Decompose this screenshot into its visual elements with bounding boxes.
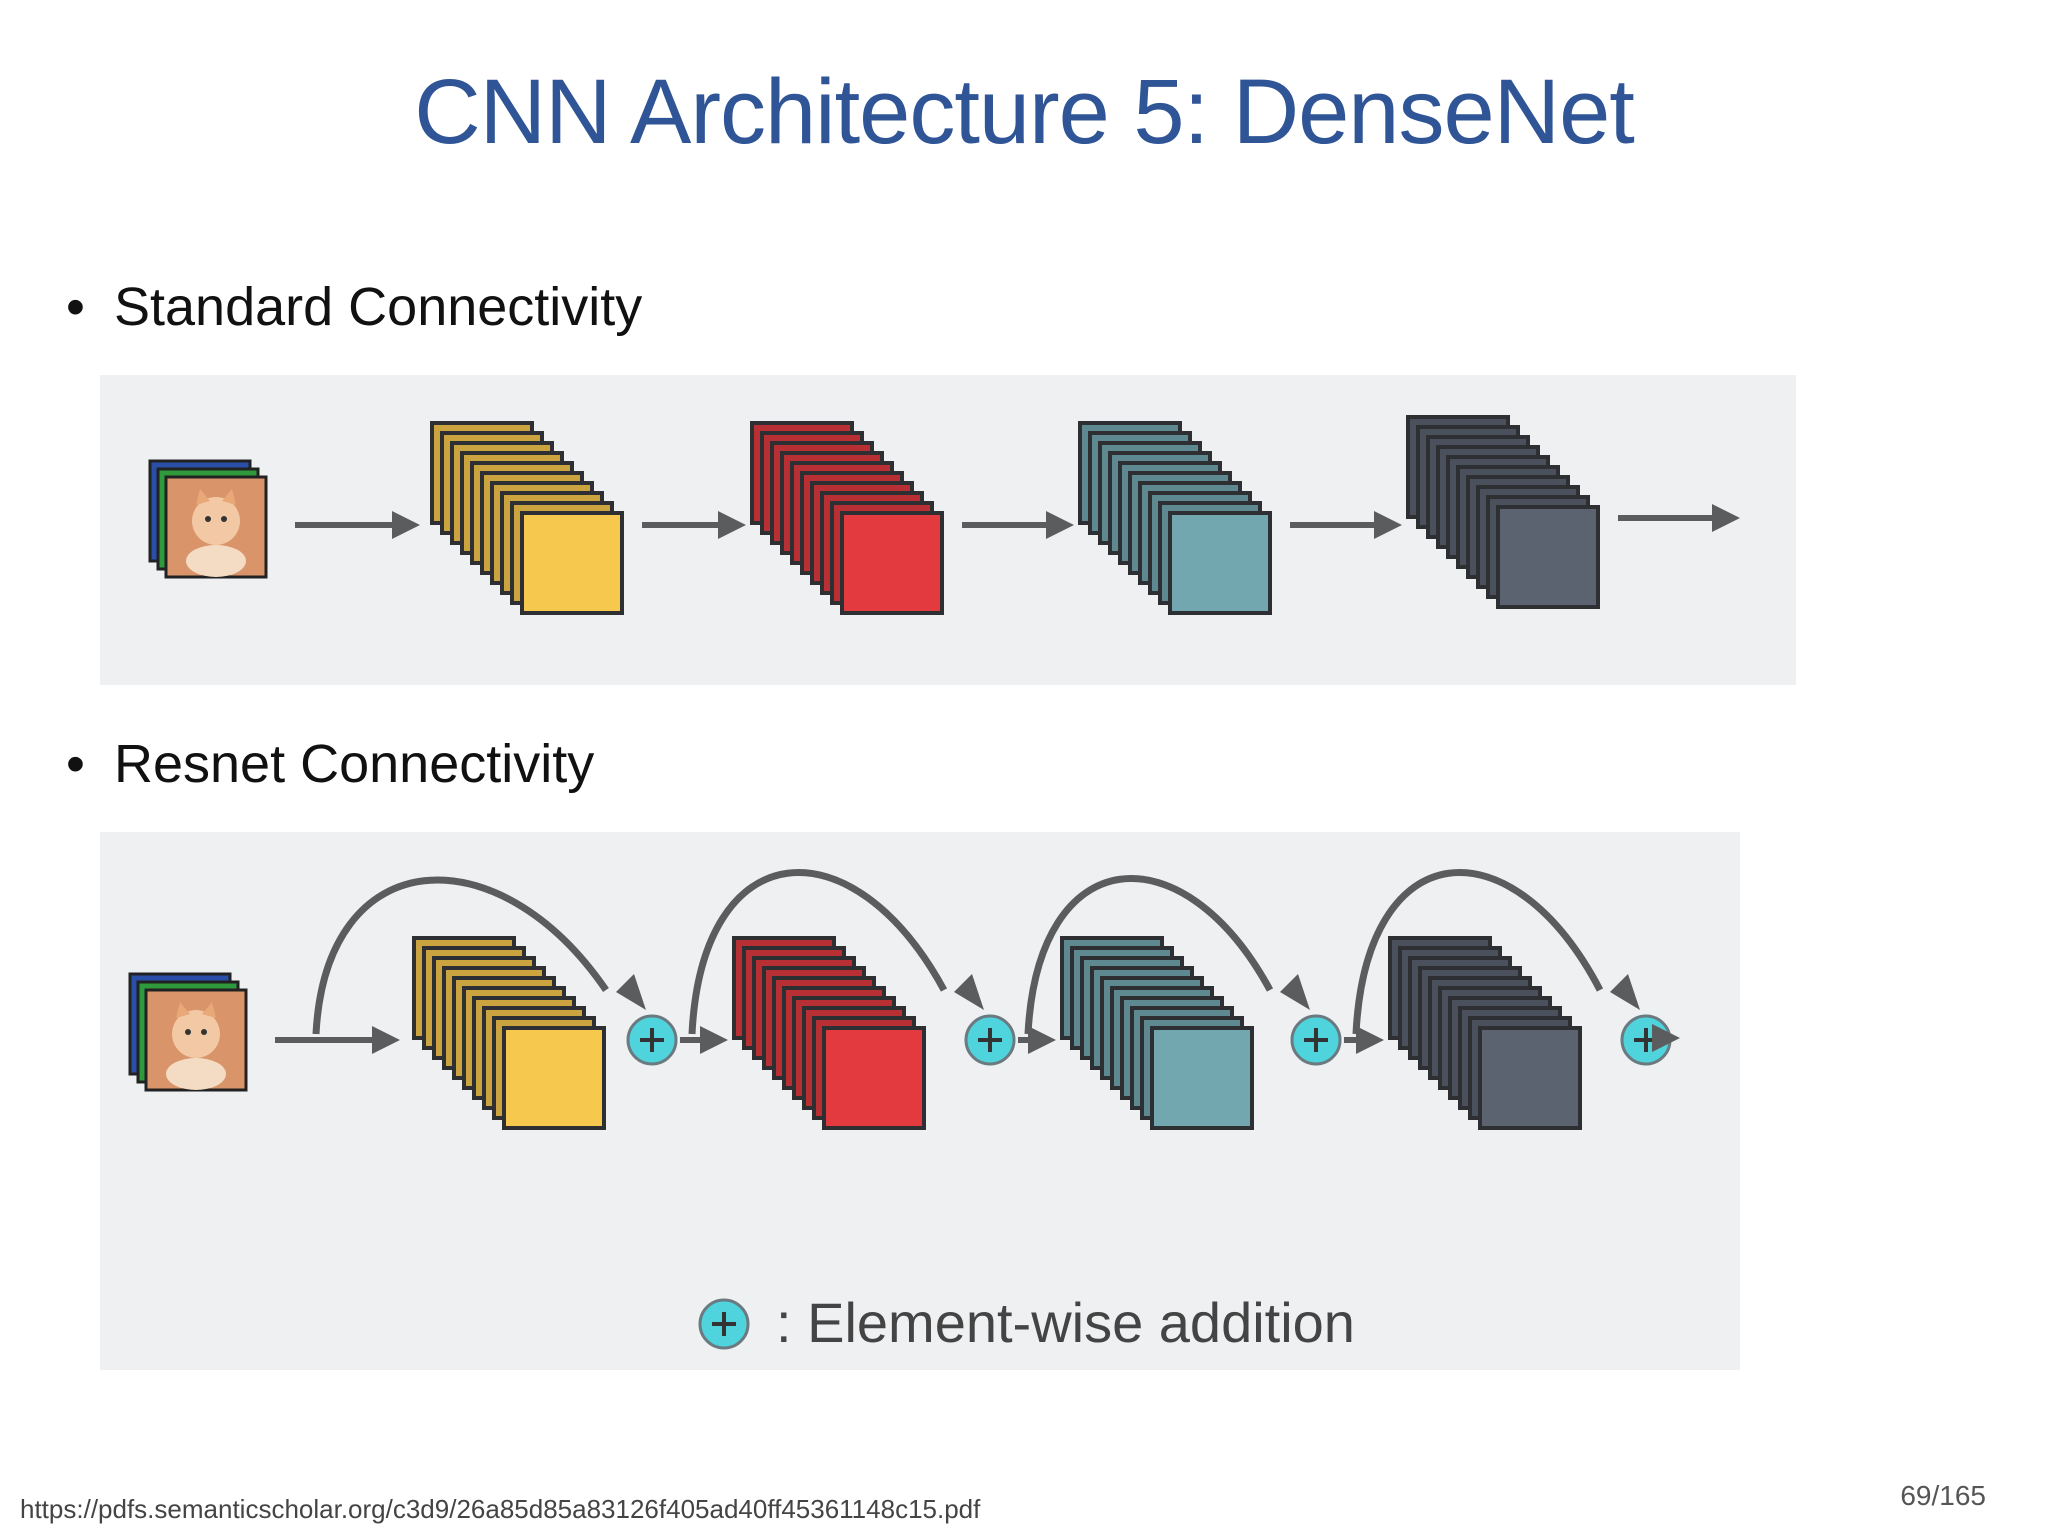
feature-block-red — [732, 936, 926, 1130]
feature-block-teal — [1078, 421, 1272, 615]
plus-circle-icon — [626, 1014, 678, 1066]
feature-block-red — [750, 421, 944, 615]
plus-circle-icon — [1290, 1014, 1342, 1066]
skip-connection-arrow — [688, 869, 984, 1035]
source-url[interactable]: https://pdfs.semanticscholar.org/c3d9/26… — [20, 1494, 981, 1524]
skip-connection-arrow — [1352, 869, 1640, 1035]
standard-connectivity-svg — [148, 415, 1740, 615]
arrow-icon — [1290, 511, 1402, 539]
legend: : Element-wise addition — [698, 1291, 1355, 1354]
feature-block-gray — [1388, 936, 1582, 1130]
arrow-icon — [1018, 1026, 1056, 1054]
bullet-text: Standard Connectivity — [114, 277, 643, 337]
feature-block-gray — [1406, 415, 1600, 609]
arrow-icon — [962, 511, 1074, 539]
plus-circle-icon — [698, 1298, 750, 1350]
arrow-icon — [295, 511, 420, 539]
slide-title: CNN Architecture 5: DenseNet — [414, 61, 1635, 163]
page-number: 69/165 — [1900, 1480, 1986, 1511]
plus-circle-icon — [964, 1014, 1016, 1066]
resnet-connectivity-svg: : Element-wise addition — [128, 869, 1680, 1354]
feature-block-yellow — [412, 936, 606, 1130]
arrow-icon — [1344, 1026, 1384, 1054]
bullet-resnet-connectivity: • Resnet Connectivity — [66, 732, 594, 797]
input-image-stack-icon — [148, 459, 268, 579]
feature-block-yellow — [430, 421, 624, 615]
arrow-icon — [1652, 1024, 1680, 1052]
arrow-icon — [275, 1026, 400, 1054]
resnet-connectivity-diagram: : Element-wise addition — [100, 832, 1740, 1370]
bullet-text: Resnet Connectivity — [114, 734, 595, 794]
bullet-dot: • — [66, 734, 85, 794]
legend-text: : Element-wise addition — [776, 1291, 1355, 1354]
skip-connection-arrow — [1024, 875, 1310, 1035]
arrow-icon — [1618, 504, 1740, 532]
standard-connectivity-diagram — [100, 375, 1796, 685]
skip-connection-arrow — [312, 876, 646, 1035]
arrow-icon — [642, 511, 746, 539]
bullet-standard-connectivity: • Standard Connectivity — [66, 275, 642, 340]
feature-block-teal — [1060, 936, 1254, 1130]
bullet-dot: • — [66, 277, 85, 337]
arrow-icon — [680, 1026, 728, 1054]
input-image-stack-icon — [128, 972, 248, 1092]
